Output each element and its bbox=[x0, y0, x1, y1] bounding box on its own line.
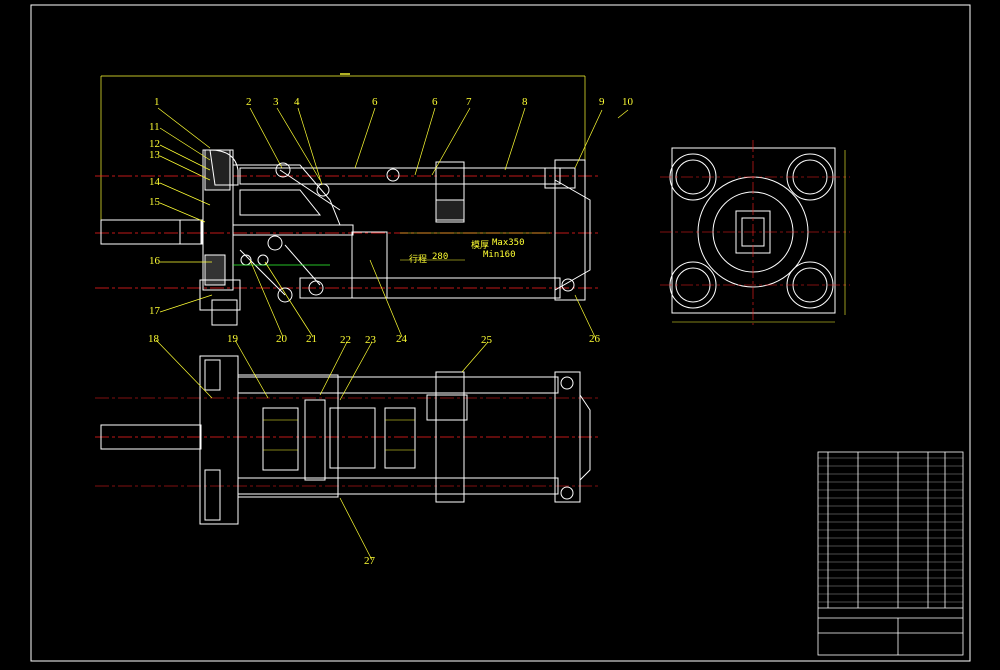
balloon-24: 24 bbox=[396, 333, 407, 345]
balloon-7: 7 bbox=[466, 96, 472, 108]
balloon-16: 16 bbox=[149, 255, 160, 267]
balloon-1: 1 bbox=[154, 96, 160, 108]
plan-section-view bbox=[95, 355, 600, 525]
balloon-11: 11 bbox=[149, 121, 160, 133]
balloon-27: 27 bbox=[364, 555, 375, 567]
balloon-3: 3 bbox=[273, 96, 279, 108]
balloon-22: 22 bbox=[340, 334, 351, 346]
drawing-frame bbox=[30, 4, 971, 662]
balloon-26: 26 bbox=[589, 333, 600, 345]
balloon-23: 23 bbox=[365, 334, 376, 346]
title-block bbox=[817, 451, 964, 656]
balloon-21: 21 bbox=[306, 333, 317, 345]
stroke-prefix: 行程 bbox=[409, 255, 428, 265]
leader-lines bbox=[155, 107, 629, 561]
side-elevation-view bbox=[95, 149, 600, 326]
balloon-20: 20 bbox=[276, 333, 287, 345]
balloon-14: 14 bbox=[149, 176, 160, 188]
end-view bbox=[660, 140, 850, 325]
balloon-4: 4 bbox=[294, 96, 300, 108]
balloon-8: 8 bbox=[522, 96, 528, 108]
balloon-13: 13 bbox=[149, 149, 160, 161]
balloon-17: 17 bbox=[149, 305, 160, 317]
balloon-6b: 6 bbox=[432, 96, 438, 108]
balloon-18: 18 bbox=[148, 333, 159, 345]
balloon-25: 25 bbox=[481, 334, 492, 346]
balloon-15: 15 bbox=[149, 196, 160, 208]
mold-thickness-prefix: 模厚 bbox=[471, 241, 490, 251]
mold-thickness-max: Max350 bbox=[492, 238, 525, 248]
balloon-19: 19 bbox=[227, 333, 238, 345]
stroke-value: 280 bbox=[432, 252, 449, 262]
balloon-9: 9 bbox=[599, 96, 605, 108]
balloon-6a: 6 bbox=[372, 96, 378, 108]
balloon-2: 2 bbox=[246, 96, 252, 108]
mold-thickness-min: Min160 bbox=[483, 250, 516, 260]
balloon-10: 10 bbox=[622, 96, 633, 108]
balloon-12: 12 bbox=[149, 138, 160, 150]
title-block-rows bbox=[818, 457, 963, 603]
